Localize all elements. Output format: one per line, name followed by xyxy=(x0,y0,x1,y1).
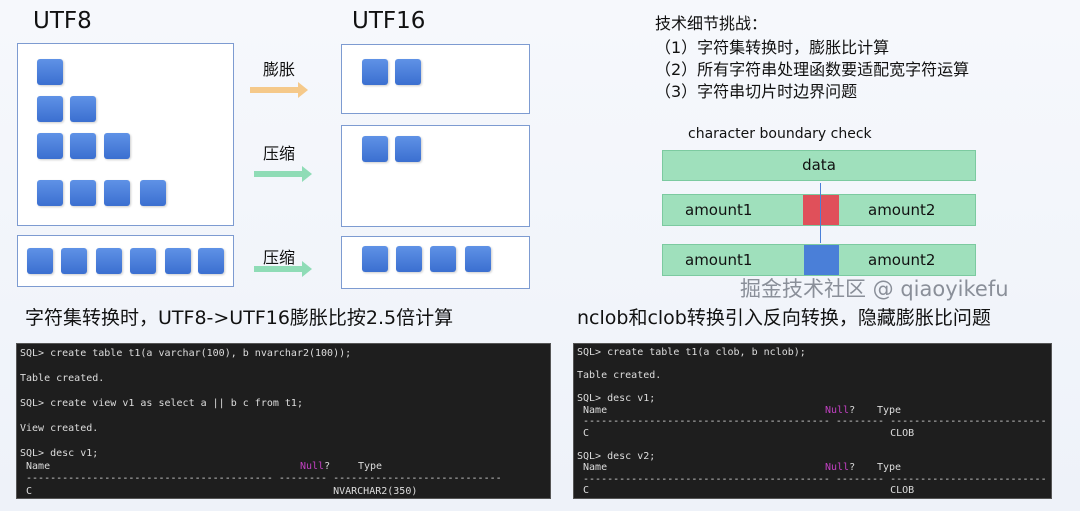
terminal-row: C CLOB xyxy=(577,427,915,439)
utf8-box-variable xyxy=(17,43,234,226)
char-block xyxy=(70,96,96,122)
char-block xyxy=(104,180,130,206)
expand-arrow-icon xyxy=(250,82,308,98)
terminal-line: View created. xyxy=(20,423,99,434)
char-block xyxy=(465,246,491,272)
amount1-label: amount1 xyxy=(685,251,753,269)
expand-label: 膨胀 xyxy=(263,60,296,79)
char-block xyxy=(165,248,191,274)
utf16-label: UTF16 xyxy=(352,8,426,34)
char-block xyxy=(37,133,63,159)
terminal-line: SQL> create view v1 as select a || b c f… xyxy=(20,398,303,409)
terminal-right: SQL> create table t1(a clob, b nclob); T… xyxy=(573,343,1052,499)
terminal-line xyxy=(20,361,547,374)
utf16-box xyxy=(341,236,530,289)
col-type: Type xyxy=(877,462,902,473)
char-block xyxy=(198,248,224,274)
terminal-row: C NVARCHAR2(350) xyxy=(20,485,418,497)
terminal-left: SQL> create table t1(a varchar(100), b n… xyxy=(16,343,551,499)
compress-arrow-icon xyxy=(254,166,312,182)
col-null-q: ? xyxy=(324,460,331,472)
terminal-line xyxy=(20,411,547,424)
boundary-char-red xyxy=(803,195,839,225)
char-block xyxy=(362,59,388,85)
char-block xyxy=(396,246,422,272)
char-block xyxy=(70,133,96,159)
terminal-line xyxy=(20,386,547,399)
col-null: Null xyxy=(300,460,325,472)
boundary-title: character boundary check xyxy=(688,126,872,142)
col-name: Name xyxy=(20,460,51,472)
terminal-line: SQL> create table t1(a clob, b nclob); xyxy=(577,347,806,358)
char-block xyxy=(27,248,53,274)
terminal-line: SQL> desc v1; xyxy=(577,393,656,404)
data-bar: data xyxy=(662,150,976,181)
terminal-header: Name Null? Type xyxy=(577,462,1048,474)
challenge-item: （3）字符串切片时边界问题 xyxy=(655,82,858,101)
challenge-item: （1）字符集转换时，膨胀比计算 xyxy=(655,38,890,57)
col-name: Name xyxy=(577,462,608,473)
char-block xyxy=(395,136,421,162)
challenge-item: （2）所有字符串处理函数要适配宽字符运算 xyxy=(655,60,970,79)
data-label: data xyxy=(802,156,836,174)
amount1-label: amount1 xyxy=(685,201,753,219)
boundary-line xyxy=(820,183,821,243)
char-block xyxy=(37,96,63,122)
char-block xyxy=(37,59,63,85)
char-block xyxy=(104,133,130,159)
boundary-char-blue xyxy=(804,245,839,275)
char-block xyxy=(37,180,63,206)
amount2-label: amount2 xyxy=(868,201,936,219)
amount-bar-split: amount1 amount2 xyxy=(662,194,976,226)
terminal-line: Table created. xyxy=(577,370,662,381)
terminal-line: Table created. xyxy=(20,373,105,384)
amount-bar-aligned: amount1 amount2 xyxy=(662,244,976,276)
char-block xyxy=(70,180,96,206)
col-null-q: ? xyxy=(849,404,856,416)
utf16-box xyxy=(341,44,530,114)
char-block xyxy=(362,136,388,162)
terminal-row: C CLOB xyxy=(577,485,915,496)
col-type: Type xyxy=(358,460,383,472)
col-null: Null xyxy=(825,462,850,473)
char-block xyxy=(140,180,166,206)
col-null-q: ? xyxy=(849,462,856,473)
terminal-header: Name Null? Type xyxy=(20,461,547,474)
challenges-title: 技术细节挑战： xyxy=(655,14,768,33)
utf16-box xyxy=(341,125,530,227)
utf8-box-fixed xyxy=(17,235,234,287)
terminal-line xyxy=(577,359,1048,371)
compress-arrow-icon xyxy=(254,261,312,277)
char-block xyxy=(395,59,421,85)
col-null: Null xyxy=(825,404,850,416)
char-block xyxy=(362,246,388,272)
col-type: Type xyxy=(877,404,902,416)
terminal-line: SQL> create table t1(a varchar(100), b n… xyxy=(20,348,352,359)
char-block xyxy=(130,248,156,274)
char-block xyxy=(61,248,87,274)
terminal-line xyxy=(577,382,1048,394)
compress-label: 压缩 xyxy=(263,248,296,267)
terminal-dashes: ----------------------------------------… xyxy=(577,473,1048,485)
col-name: Name xyxy=(577,404,608,416)
amount2-label: amount2 xyxy=(868,251,936,269)
terminal-header: Name Null? Type xyxy=(577,405,1048,417)
left-caption: 字符集转换时，UTF8->UTF16膨胀比按2.5倍计算 xyxy=(25,307,454,329)
terminal-dashes: ----------------------------------------… xyxy=(20,473,502,484)
terminal-dashes: ----------------------------------------… xyxy=(577,416,1048,427)
terminal-line xyxy=(20,436,547,449)
watermark: 掘金技术社区 @ qiaoyikefu xyxy=(740,277,1009,301)
utf8-label: UTF8 xyxy=(33,8,92,34)
compress-label: 压缩 xyxy=(263,144,296,163)
terminal-line: SQL> desc v1; xyxy=(20,448,99,459)
terminal-line: SQL> desc v2; xyxy=(577,450,656,462)
char-block xyxy=(430,246,456,272)
right-caption: nclob和clob转换引入反向转换，隐藏膨胀比问题 xyxy=(577,307,991,329)
char-block xyxy=(96,248,122,274)
